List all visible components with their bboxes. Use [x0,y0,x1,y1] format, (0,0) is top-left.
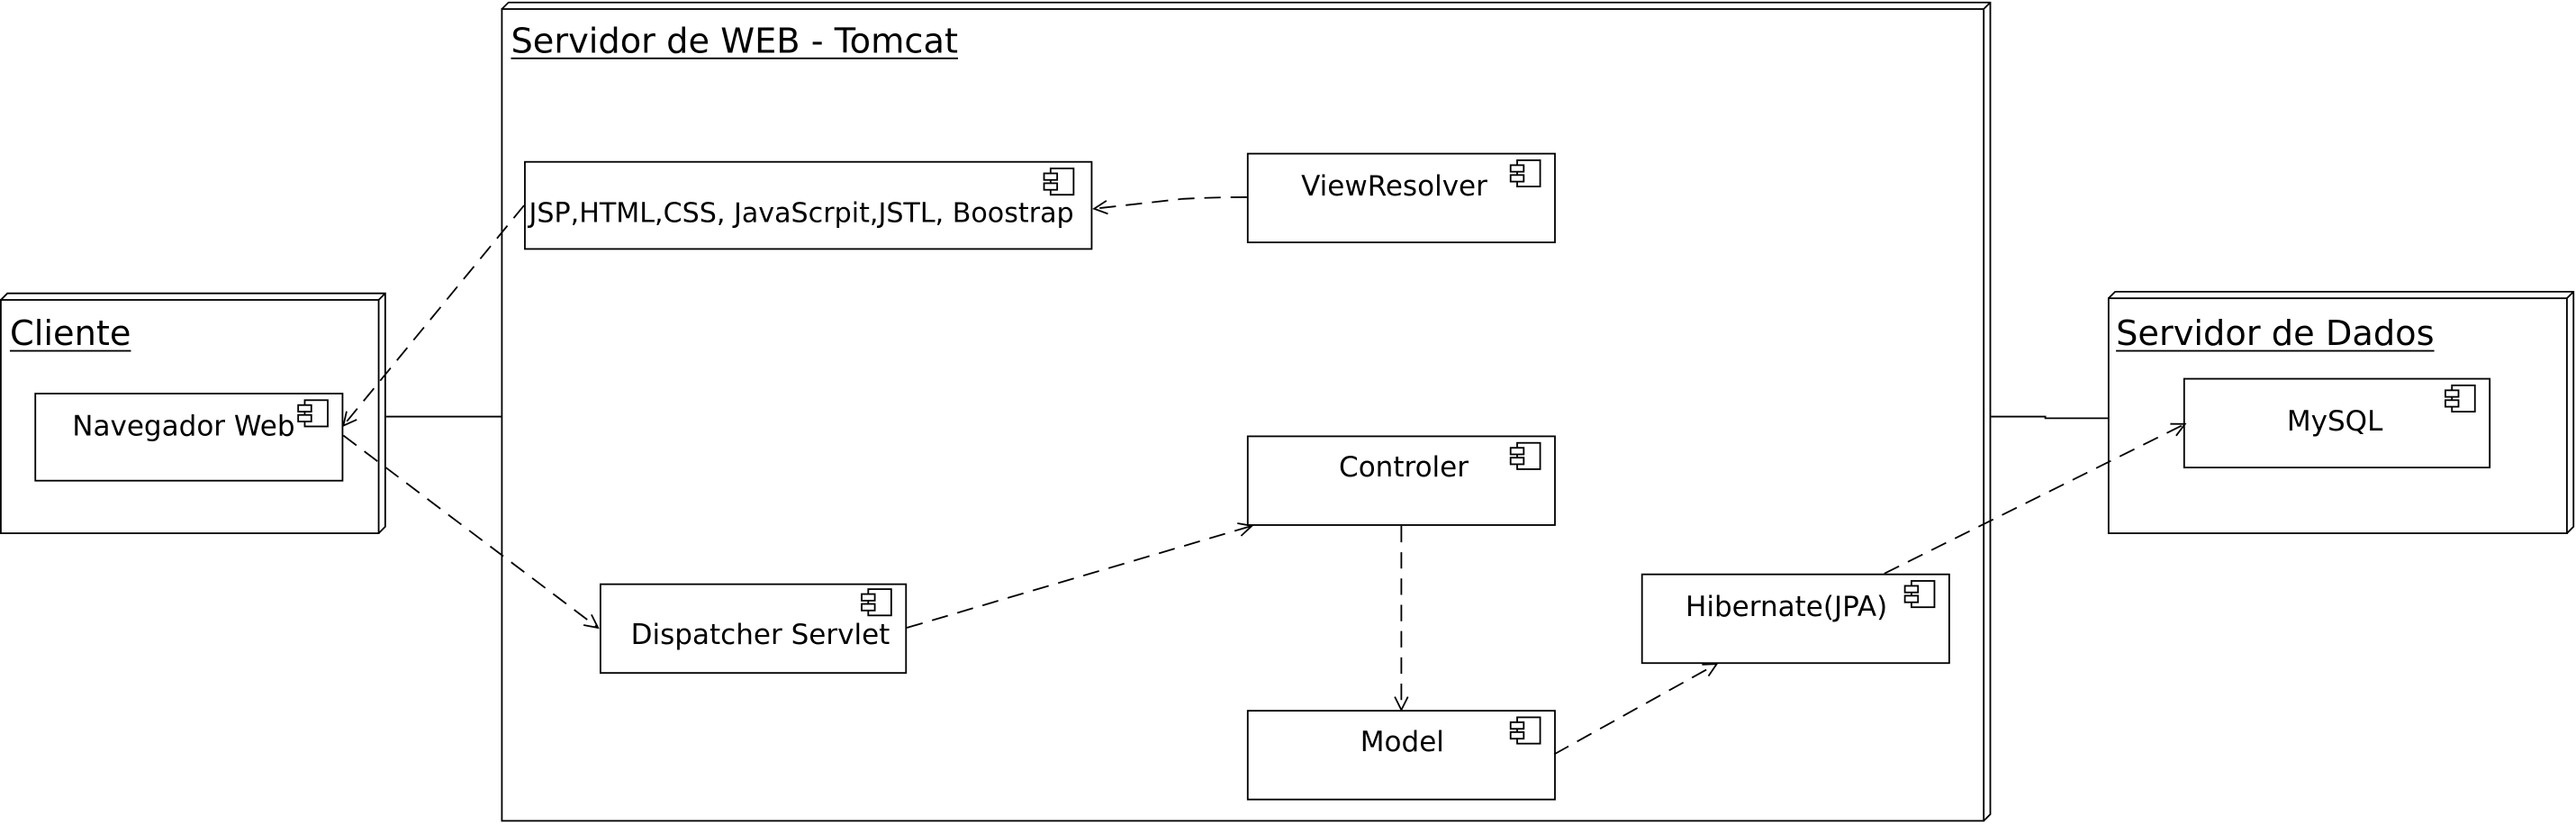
component-viewresolver [1246,152,1556,244]
dependency-dispatcher-to-controler [906,526,1252,629]
component-label-model: Model [1360,726,1444,759]
component-label-hibernate: Hibernate(JPA) [1686,591,1888,625]
component-navegador-web [34,393,344,482]
node-title-servidor-dados: Servidor de Dados [2116,313,2435,354]
dependency-model-to-hibernate [1553,664,1717,756]
component-label-mysql: MySQL [2286,405,2383,440]
component-label-navegador-web: Navegador Web [72,411,295,444]
dependency-hibernate-to-mysql [1884,424,2185,575]
component-label-viewresolver: ViewResolver [1301,170,1487,204]
component-label-controler: Controler [1339,451,1469,485]
node-title-cliente: Cliente [9,313,131,354]
component-icon [1509,716,1541,745]
component-icon [1509,441,1541,470]
component-label-dispatcher-servlet: Dispatcher Servlet [630,619,890,653]
node-cliente [0,292,386,534]
component-mysql [2183,377,2491,469]
component-icon [1509,159,1541,188]
component-icon [861,588,892,617]
component-label-jsp: JSP,HTML,CSS, JavaScrpit,JSTL, Boostrap [529,196,1074,229]
node-servidor-dados [2107,290,2575,534]
component-icon [2445,384,2476,412]
component-dispatcher-servlet [599,583,908,675]
node-servidor-web [501,1,1992,822]
component-jsp [524,160,1093,250]
dependency-navegador-to-dispatcher [342,434,598,628]
component-icon [297,399,329,428]
link-servidor-web-servidor-dados [1991,415,2108,420]
component-icon [1043,168,1075,196]
component-model [1246,710,1556,801]
component-hibernate [1641,573,1950,665]
component-icon [1903,580,1936,609]
component-controler [1246,435,1556,526]
dependency-viewresolver-to-jsp [1094,196,1247,209]
node-title-servidor-web: Servidor de WEB - Tomcat [511,21,958,61]
dependency-jsp-to-navegador [343,204,525,425]
